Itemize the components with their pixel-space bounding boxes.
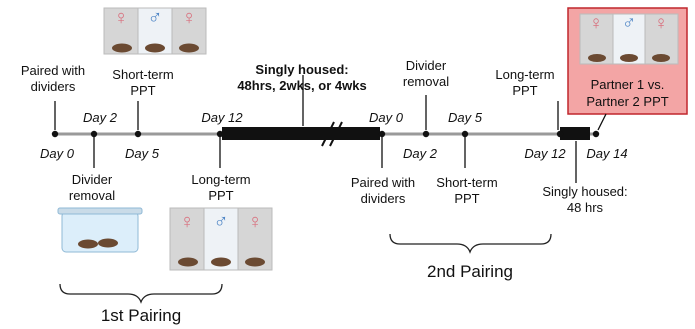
mouse-icon	[620, 54, 638, 62]
mouse-icon	[145, 43, 165, 53]
partner-test-label: Partner 1 vs.Partner 2 PPT	[586, 77, 669, 109]
mouse-icon	[588, 54, 606, 62]
axis-break-marks	[321, 121, 343, 147]
three-chamber-apparatus-partner	[579, 13, 679, 65]
day-label: Day 12	[524, 146, 566, 161]
mouse-icon	[98, 238, 118, 248]
mouse-icon	[211, 257, 231, 267]
male-symbol-icon: ♂	[147, 7, 163, 29]
connector-ticks	[54, 75, 607, 183]
point-day0-second	[378, 130, 386, 138]
point-day12-first	[216, 130, 224, 138]
timeline-points	[51, 130, 600, 138]
second-pairing-label: 2nd Pairing	[426, 262, 514, 281]
female-symbol-icon: ♀	[113, 7, 129, 29]
mouse-icon	[652, 54, 670, 62]
male-symbol-icon: ♂	[213, 211, 229, 233]
day-label: Day 0	[369, 110, 403, 125]
singly-housed-short-label: Singly housed:48 hrs	[542, 184, 628, 215]
point-day5-first	[134, 130, 142, 138]
home-cage-icon	[57, 207, 143, 253]
mouse-icon	[112, 43, 132, 53]
point-day14-second	[592, 130, 600, 138]
mouse-icon	[179, 43, 199, 53]
female-symbol-icon: ♀	[179, 211, 195, 233]
day-label: Day 2	[403, 146, 437, 161]
female-symbol-icon: ♀	[653, 13, 669, 34]
female-symbol-icon: ♀	[181, 7, 197, 29]
singly-housed-long-label: Singly housed:48hrs, 2wks, or 4wks	[237, 62, 367, 93]
day-label: Day 12	[201, 110, 243, 125]
point-day5-second	[461, 130, 469, 138]
three-chamber-apparatus-top	[103, 7, 207, 55]
mouse-icon	[78, 239, 98, 249]
point-day2-second	[422, 130, 430, 138]
day-label: Day 2	[83, 110, 117, 125]
point-day2-first	[90, 130, 98, 138]
three-chamber-apparatus-bottom	[169, 207, 273, 271]
first-pairing-bracket	[59, 283, 223, 304]
day-label: Day 0	[40, 146, 74, 161]
first-pairing-label: 1st Pairing	[100, 306, 182, 325]
point-day12-second	[556, 130, 564, 138]
singly-housed-bar-short	[560, 127, 590, 140]
singly-housed-bar-long	[222, 127, 380, 140]
day-label: Day 14	[586, 146, 628, 161]
male-symbol-icon: ♂	[621, 13, 637, 34]
mouse-icon	[178, 257, 198, 267]
mouse-icon	[245, 257, 265, 267]
female-symbol-icon: ♀	[588, 13, 604, 34]
point-day0-first	[51, 130, 59, 138]
day-label: Day 5	[125, 146, 159, 161]
second-pairing-bracket	[389, 233, 552, 254]
day-label: Day 5	[448, 110, 482, 125]
female-symbol-icon: ♀	[247, 211, 263, 233]
